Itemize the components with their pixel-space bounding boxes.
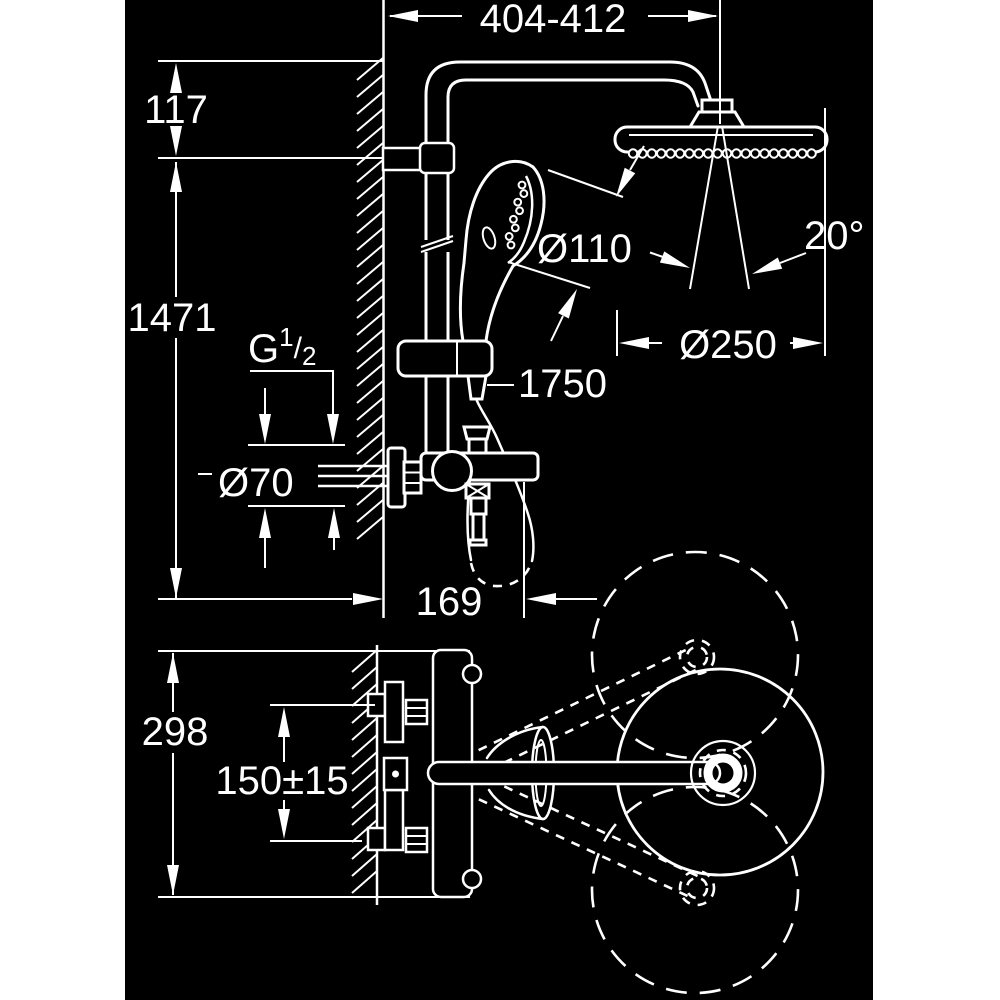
riser-pipe-and-arm — [419, 60, 714, 455]
spout-upper — [469, 496, 488, 516]
union-nut — [402, 460, 423, 495]
spout-tip — [468, 538, 488, 547]
dim-swivel-angle: 20° — [752, 214, 865, 274]
dim-riser-height: 1471 — [128, 162, 352, 600]
supply-connections-top-view — [366, 680, 429, 854]
dim-body-height: 298 — [142, 653, 209, 895]
shower-arm-top-view — [426, 739, 757, 807]
dim-thread: G1/2 — [248, 322, 339, 444]
dim-escutcheon-diameter-label: Ø70 — [218, 461, 294, 505]
thread-den: 2 — [302, 341, 316, 371]
head-shower-cone — [687, 110, 747, 129]
wall-escutcheon — [386, 446, 407, 509]
hand-shower-holder — [396, 339, 494, 401]
head-shower-ball-joint — [700, 98, 734, 114]
dim-head-shower-diameter: Ø250 — [616, 108, 826, 367]
dim-top-width-label: 404-412 — [480, 0, 627, 41]
dim-projection: 169 — [353, 482, 597, 624]
arm-end-ring — [703, 753, 743, 793]
dim-hand-shower-diameter: Ø110 — [507, 145, 690, 342]
thermostat-valve — [386, 425, 540, 547]
dim-swivel-angle-label: 20° — [804, 214, 865, 258]
thread-g: G — [248, 327, 279, 371]
hand-shower-nozzles — [504, 180, 529, 250]
dim-body-height-label: 298 — [142, 710, 209, 754]
hand-shower — [458, 159, 546, 343]
diverter-cap — [462, 425, 492, 441]
hose-connector — [466, 374, 488, 401]
dim-top-width: 404-412 — [388, 0, 721, 100]
spout-pipe — [471, 512, 486, 542]
dim-head-offset-label: 117 — [144, 88, 208, 132]
dim-head-shower-diameter-label: Ø250 — [679, 323, 777, 367]
dim-escutcheon-diameter: Ø70 — [198, 388, 345, 568]
hand-shower-button — [481, 226, 497, 250]
wall-bracket — [381, 141, 456, 175]
thread-slash: / — [294, 332, 303, 365]
dim-thread-label: G1/2 — [248, 322, 316, 371]
center-outlet-dot — [392, 770, 399, 778]
wall-section-upper — [356, 0, 385, 618]
dim-supply-spacing-label: 150±15 — [215, 759, 348, 803]
dim-head-offset: 117 — [144, 60, 383, 159]
dim-projection-label: 169 — [416, 580, 483, 624]
temperature-knob — [431, 450, 473, 492]
dim-hose-length-label: 1750 — [518, 362, 607, 406]
thread-num: 1 — [279, 322, 293, 352]
dim-hand-shower-diameter-label: Ø110 — [537, 227, 632, 271]
dim-riser-height-label: 1471 — [128, 296, 217, 340]
dim-hose-length: 1750 — [487, 362, 607, 406]
supply-pipes — [318, 464, 390, 488]
head-shower-plate — [613, 125, 829, 154]
dim-supply-spacing: 150±15 — [215, 704, 375, 842]
swivel-circle-up — [590, 550, 800, 760]
